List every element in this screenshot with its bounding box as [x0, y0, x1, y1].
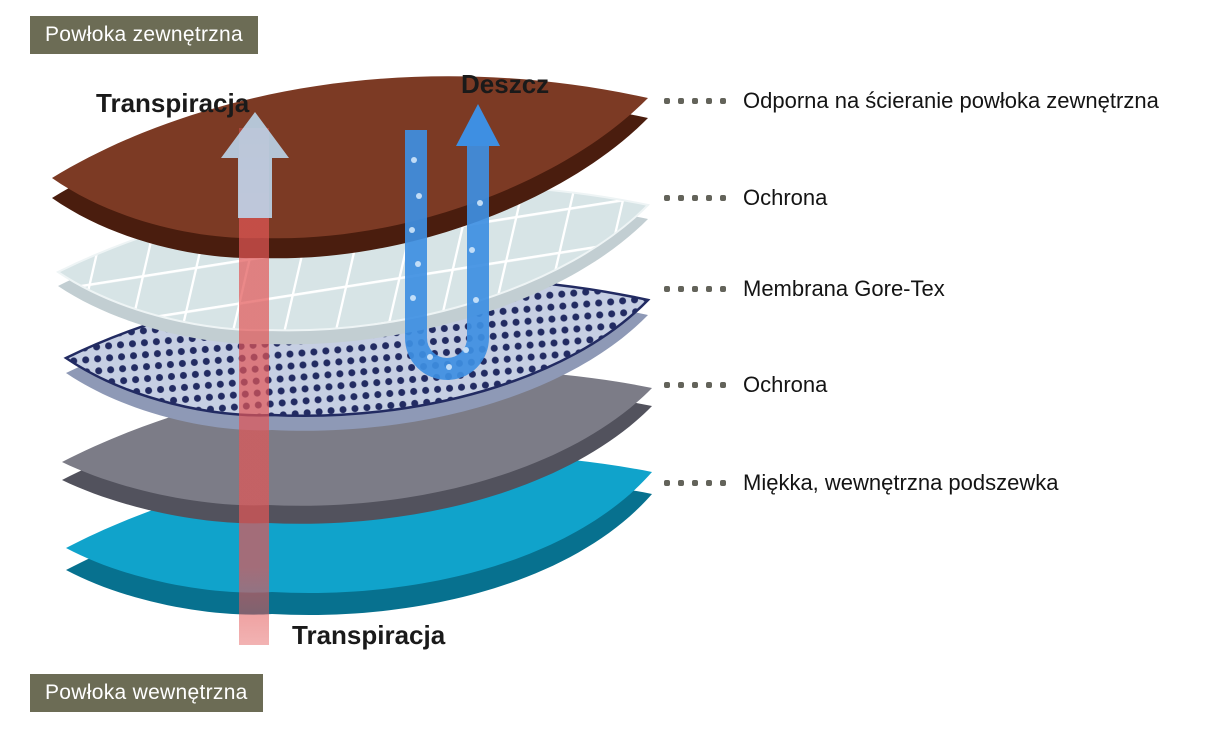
outer-shell-badge: Powłoka zewnętrzna	[30, 16, 258, 54]
inner-shell-badge: Powłoka wewnętrzna	[30, 674, 263, 712]
layer-outer-shell	[52, 76, 648, 259]
bubble	[416, 193, 422, 199]
legend-row-protection-upper: Ochrona	[664, 182, 827, 214]
bubble	[469, 247, 475, 253]
legend-row-protection-lower: Ochrona	[664, 369, 827, 401]
bubble	[473, 297, 479, 303]
legend-dots	[664, 195, 726, 201]
outer-shell-face	[52, 76, 648, 239]
rain-label: Deszcz	[461, 69, 550, 99]
legend-label-protection-upper: Ochrona	[743, 185, 828, 210]
rain-arrowhead	[456, 104, 500, 146]
bubble	[410, 295, 416, 301]
protection-lower-face	[62, 369, 652, 506]
legend-label-outer-shell: Odporna na ścieranie powłoka zewnętrzna	[743, 88, 1159, 113]
legend-row-membrane: Membrana Gore-Tex	[664, 273, 945, 305]
bubble	[411, 157, 417, 163]
legend-label-protection-lower: Ochrona	[743, 372, 828, 397]
transpiration-top-label: Transpiracja	[96, 88, 250, 118]
bubble	[446, 364, 452, 370]
legend-dots	[664, 286, 726, 292]
legend-label-membrane: Membrana Gore-Tex	[743, 276, 945, 301]
legend-row-outer-shell: Odporna na ścieranie powłoka zewnętrzna	[664, 85, 1159, 117]
layer-protection-lower	[62, 369, 652, 524]
bubble	[409, 227, 415, 233]
rain-bubbles	[409, 157, 483, 370]
bubble	[463, 347, 469, 353]
legend-dots	[664, 98, 726, 104]
rain-arrow	[405, 104, 500, 380]
bubble	[415, 261, 421, 267]
legend-row-inner-lining: Miękka, wewnętrzna podszewka	[664, 467, 1058, 499]
transpiration-big-arrow	[221, 112, 289, 218]
legend-label-inner-lining: Miękka, wewnętrzna podszewka	[743, 470, 1059, 495]
transpiration-bottom-label: Transpiracja	[292, 620, 446, 650]
bubble	[477, 200, 483, 206]
legend-dots	[664, 382, 726, 388]
legend-dots	[664, 480, 726, 486]
bubble	[427, 354, 433, 360]
